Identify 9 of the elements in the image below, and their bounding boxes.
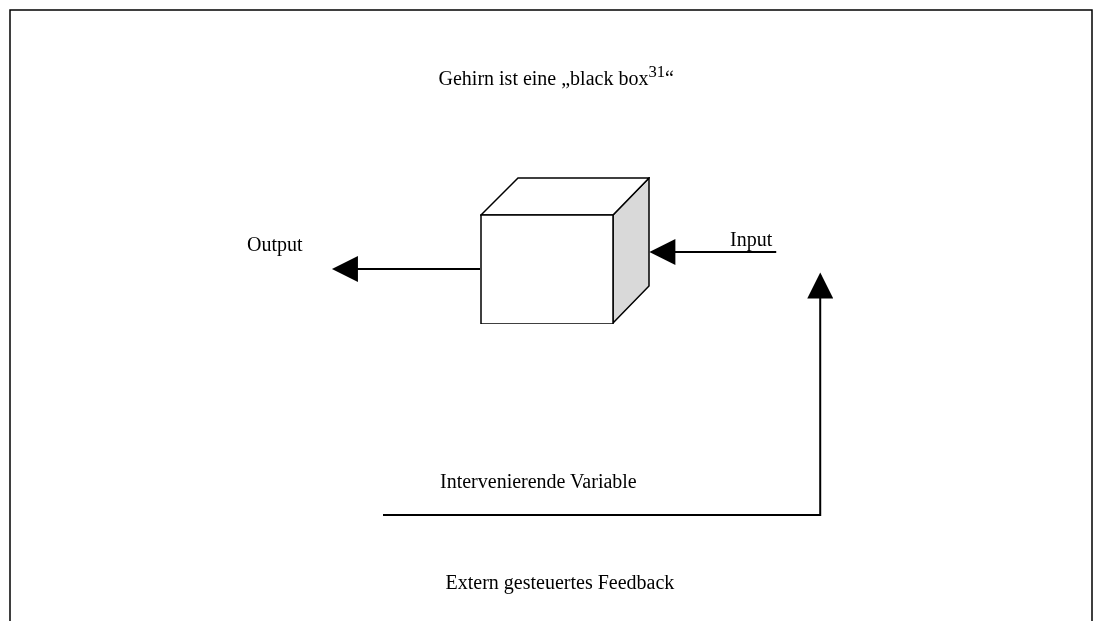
cube <box>480 177 650 324</box>
arrow <box>331 256 481 282</box>
node-label: Output <box>247 232 303 256</box>
arrow <box>382 272 834 516</box>
node-label: Input <box>730 227 773 251</box>
edge-label: Intervenierende Variable <box>440 469 637 493</box>
title: Gehirn ist eine „black box$^{31}$“ <box>438 61 674 90</box>
arrow <box>649 239 778 265</box>
note-text: Extern gesteuertes Feedback <box>445 570 675 594</box>
